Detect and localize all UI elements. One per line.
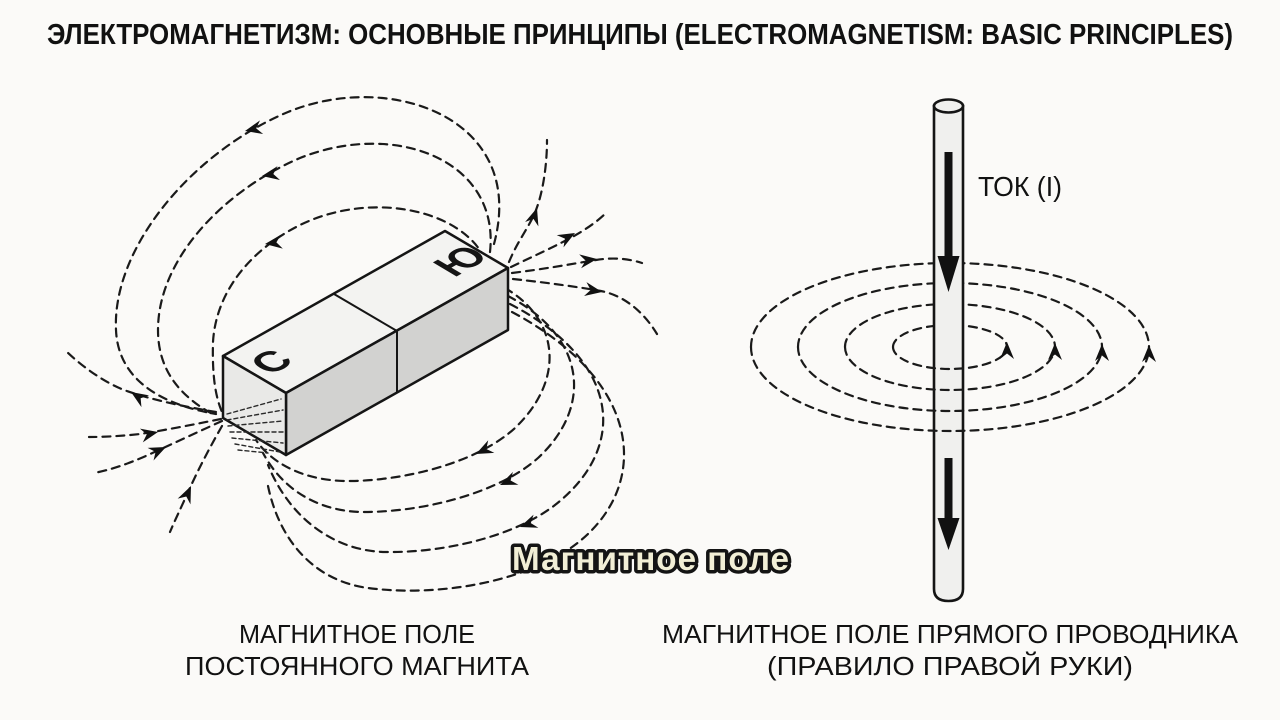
field-line-left-2 bbox=[87, 417, 223, 439]
arrowhead-icon bbox=[1095, 344, 1109, 361]
arrowhead-icon bbox=[1142, 345, 1156, 362]
field-line-bottom-4 bbox=[266, 310, 626, 592]
field-line-right-2 bbox=[510, 257, 644, 275]
field-line-bottom-3 bbox=[266, 302, 605, 554]
magnet-pole-divider bbox=[333, 293, 398, 393]
field-line-right-3 bbox=[511, 277, 659, 336]
field-line-right-up bbox=[507, 138, 549, 264]
magnetic-field-label: Магнитное поле bbox=[512, 540, 790, 577]
wire-field-diagram: ТОК (I) МАГНИТНОЕ ПОЛЕ ПРЯМОГО ПРОВОДНИК… bbox=[662, 98, 1239, 681]
wire-caption: МАГНИТНОЕ ПОЛЕ ПРЯМОГО ПРОВОДНИКА (ПРАВИ… bbox=[662, 619, 1239, 681]
arrowhead-icon bbox=[1048, 343, 1062, 360]
field-line-top-middle bbox=[156, 142, 492, 418]
current-arrow-top bbox=[937, 152, 960, 292]
field-line-left-1 bbox=[65, 350, 218, 414]
arrowhead-icon bbox=[556, 226, 579, 248]
current-label: ТОК (I) bbox=[978, 171, 1062, 202]
arrowhead-icon bbox=[472, 440, 495, 461]
field-line-right-1 bbox=[509, 210, 609, 269]
magnet-field-diagram: С Ю Магнитное поле МАГНИТНОЕ ПОЛЕ ПОСТОЯ… bbox=[65, 96, 793, 681]
arrowhead-icon bbox=[139, 425, 160, 443]
conductor-rod bbox=[932, 98, 965, 603]
end-face-hatching bbox=[226, 398, 284, 454]
current-arrow-bottom bbox=[937, 458, 960, 550]
field-line-left-3 bbox=[92, 419, 224, 475]
magnet-caption-line1: МАГНИТНОЕ ПОЛЕ bbox=[239, 619, 475, 649]
arrowhead-icon bbox=[147, 440, 169, 461]
arrowhead-icon bbox=[243, 120, 264, 138]
field-line-top-outer bbox=[114, 96, 501, 416]
page-title: ЭЛЕКТРОМАГНЕТИЗМ: ОСНОВНЫЕ ПРИНЦИПЫ (ELE… bbox=[47, 19, 1233, 51]
bar-magnet: С Ю bbox=[221, 229, 510, 457]
magnet-end-face bbox=[221, 354, 288, 457]
arrowhead-icon bbox=[1000, 342, 1014, 359]
wire-caption-line2: (ПРАВИЛО ПРАВОЙ РУКИ) bbox=[767, 651, 1133, 681]
magnet-caption: МАГНИТНОЕ ПОЛЕ ПОСТОЯННОГО МАГНИТА bbox=[185, 619, 530, 681]
conductor-body bbox=[932, 104, 965, 603]
arrowhead-icon bbox=[177, 483, 198, 505]
field-circle-arrowheads bbox=[1000, 342, 1156, 362]
field-line-bottom-1 bbox=[254, 286, 551, 483]
wire-caption-line1: МАГНИТНОЕ ПОЛЕ ПРЯМОГО ПРОВОДНИКА bbox=[662, 619, 1239, 649]
conductor-top-cap bbox=[932, 98, 965, 114]
field-line-bottom-2 bbox=[261, 294, 576, 514]
arrowhead-icon bbox=[525, 205, 544, 227]
field-line-top-inner bbox=[211, 206, 487, 414]
magnet-caption-line2: ПОСТОЯННОГО МАГНИТА bbox=[185, 651, 530, 681]
magnet-field-lines bbox=[65, 96, 659, 592]
